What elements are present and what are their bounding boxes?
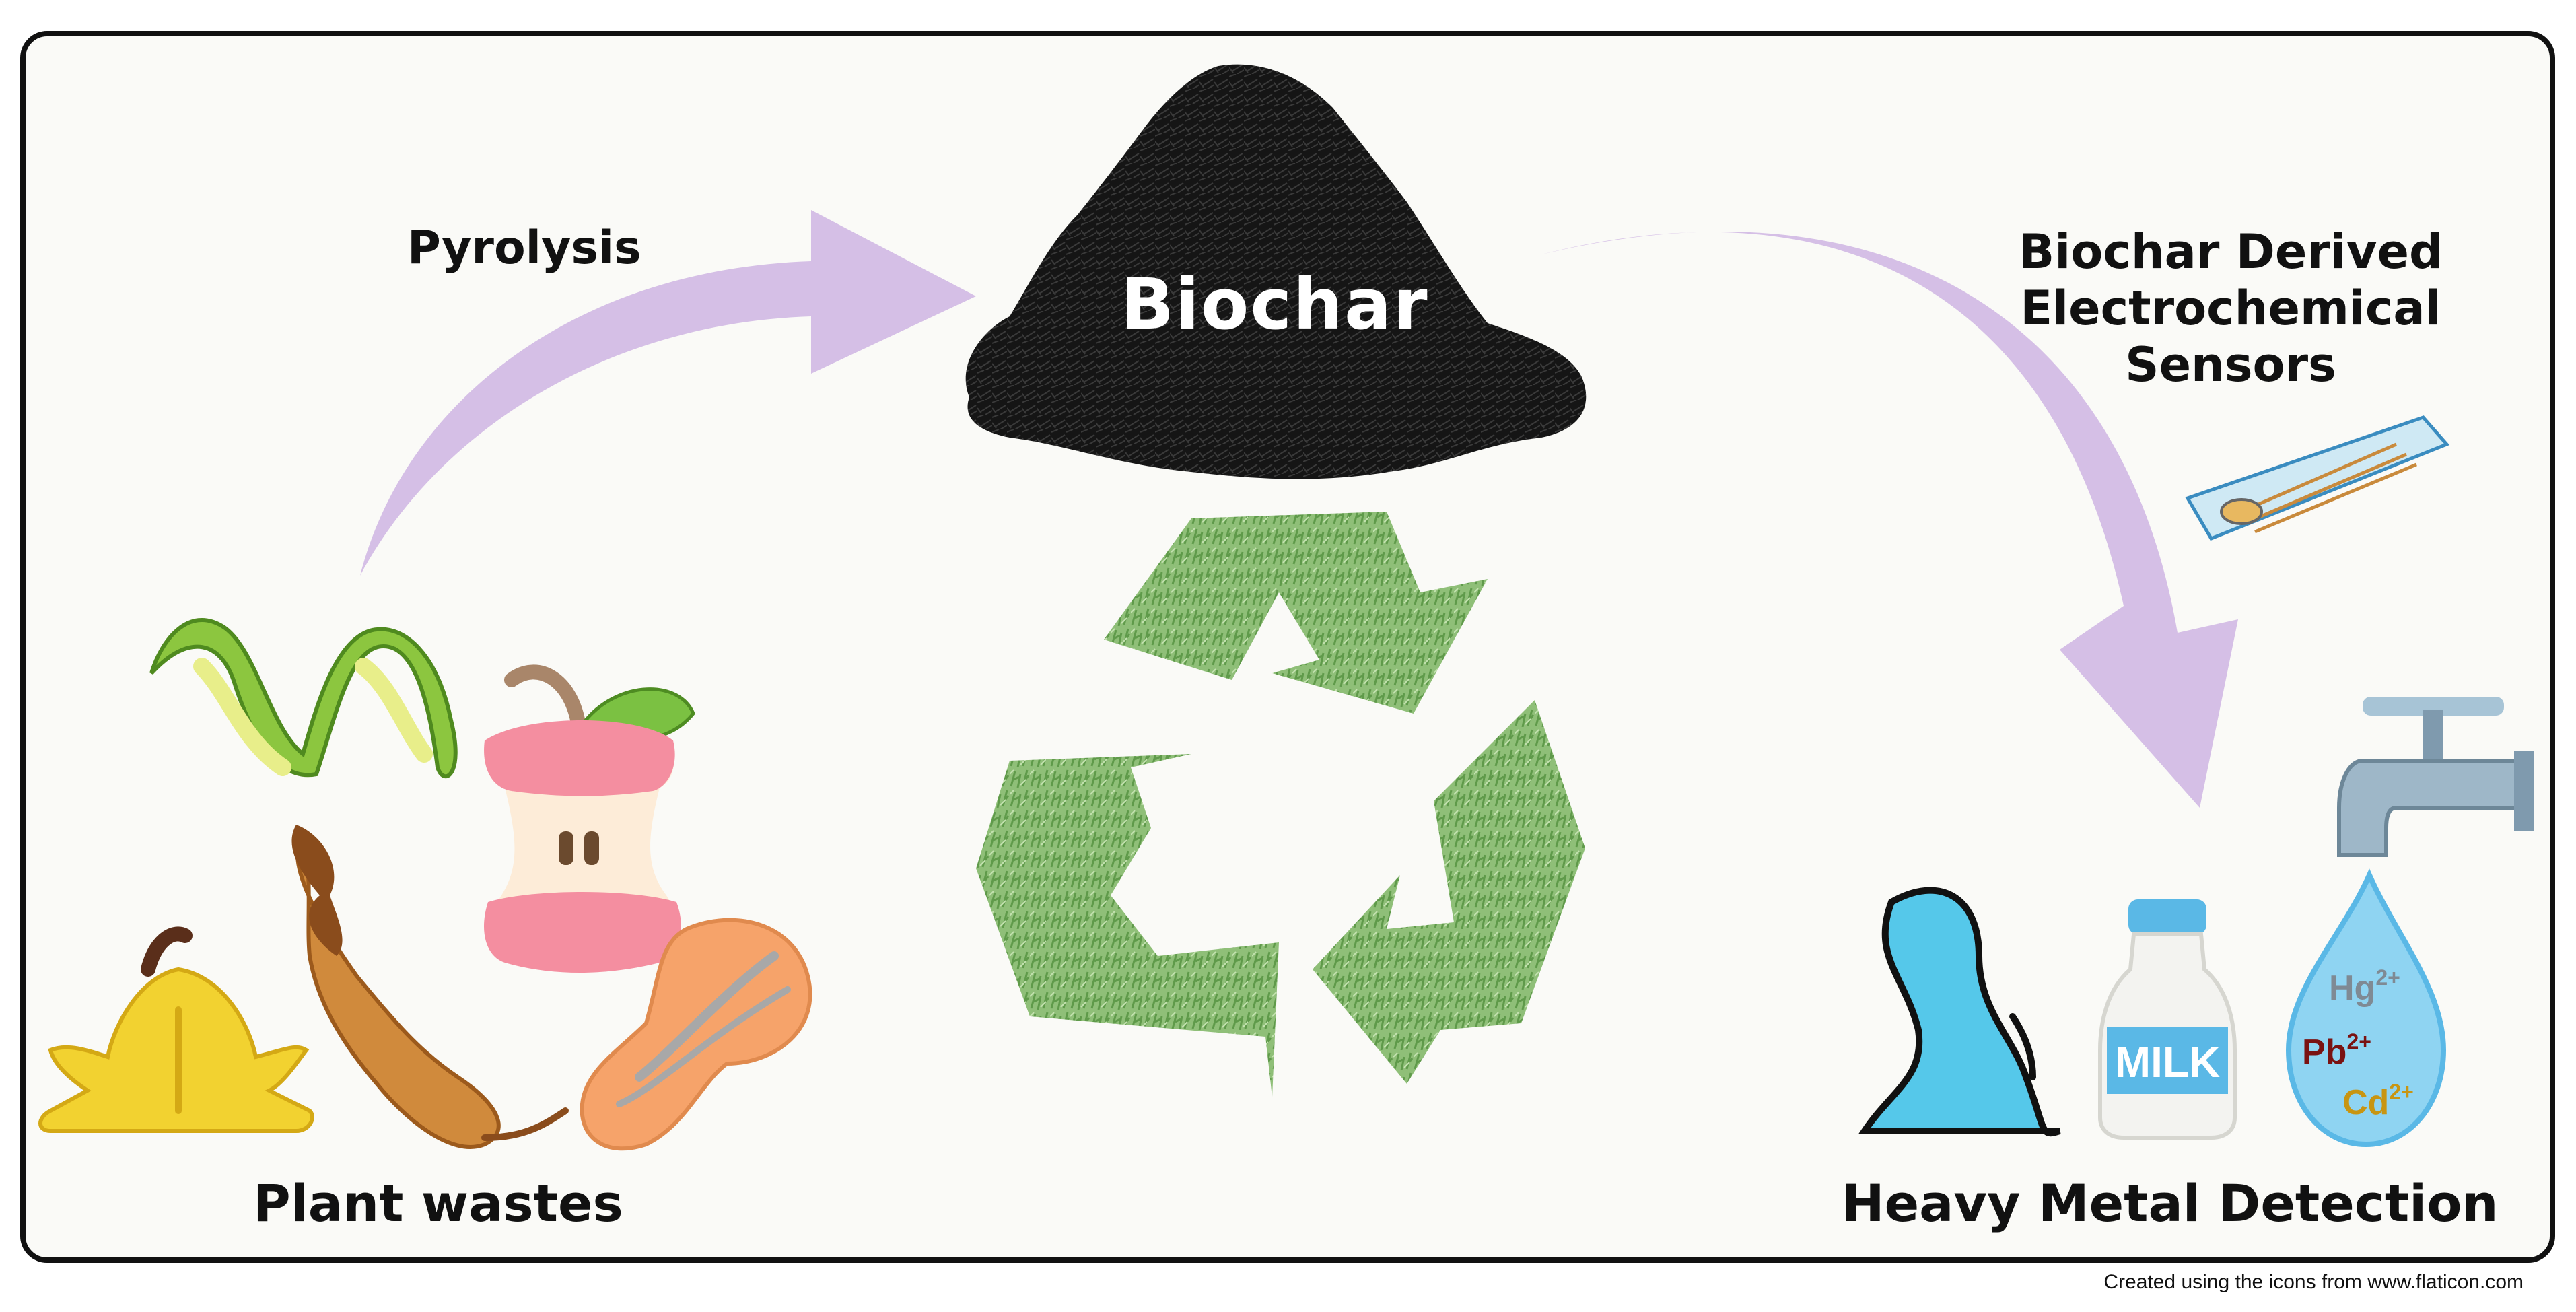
apple-core-icon [483, 664, 695, 973]
sensor-strip-icon [2185, 415, 2450, 541]
recycle-icon [976, 512, 1585, 1097]
ion-pb-charge: 2+ [2346, 1029, 2371, 1054]
tamarind-icon [291, 825, 569, 1149]
detection-arrow [1541, 232, 2238, 808]
plant-wastes-label: Plant wastes [253, 1173, 623, 1233]
biochar-pile-icon [965, 64, 1587, 479]
ion-cd-symbol: Cd [2342, 1083, 2389, 1122]
sensor-label-line-3: Sensors [2125, 337, 2336, 392]
milk-label: MILK [2115, 1038, 2220, 1086]
ion-pb: Pb2+ [2302, 1029, 2371, 1072]
pyrolysis-label: Pyrolysis [407, 221, 641, 275]
ion-hg-symbol: Hg [2329, 969, 2375, 1008]
water-drop-icon [2285, 868, 2447, 1148]
lime-peel-icon [149, 617, 458, 779]
pyrolysis-arrow [360, 210, 976, 576]
ion-hg-charge: 2+ [2375, 965, 2400, 990]
heavy-metal-label: Heavy Metal Detection [1842, 1173, 2499, 1233]
ion-cd: Cd2+ [2342, 1080, 2414, 1122]
faucet-icon [2337, 697, 2534, 857]
river-icon [1858, 887, 2061, 1137]
sensor-label-line-1: Biochar Derived [2018, 224, 2443, 279]
biochar-label: Biochar [1121, 263, 1429, 345]
banana-peel-icon [38, 926, 314, 1133]
ion-cd-charge: 2+ [2389, 1080, 2413, 1104]
credit-text: Created using the icons from www.flatico… [2103, 1271, 2523, 1293]
sensor-label-line-2: Electrochemical [2020, 281, 2441, 336]
sensor-label: Biochar Derived Electrochemical Sensors [1987, 223, 2474, 393]
milk-bottle-icon [2098, 899, 2237, 1140]
ion-hg: Hg2+ [2329, 965, 2400, 1008]
peanut-icon [580, 918, 812, 1151]
ion-pb-symbol: Pb [2302, 1033, 2346, 1072]
